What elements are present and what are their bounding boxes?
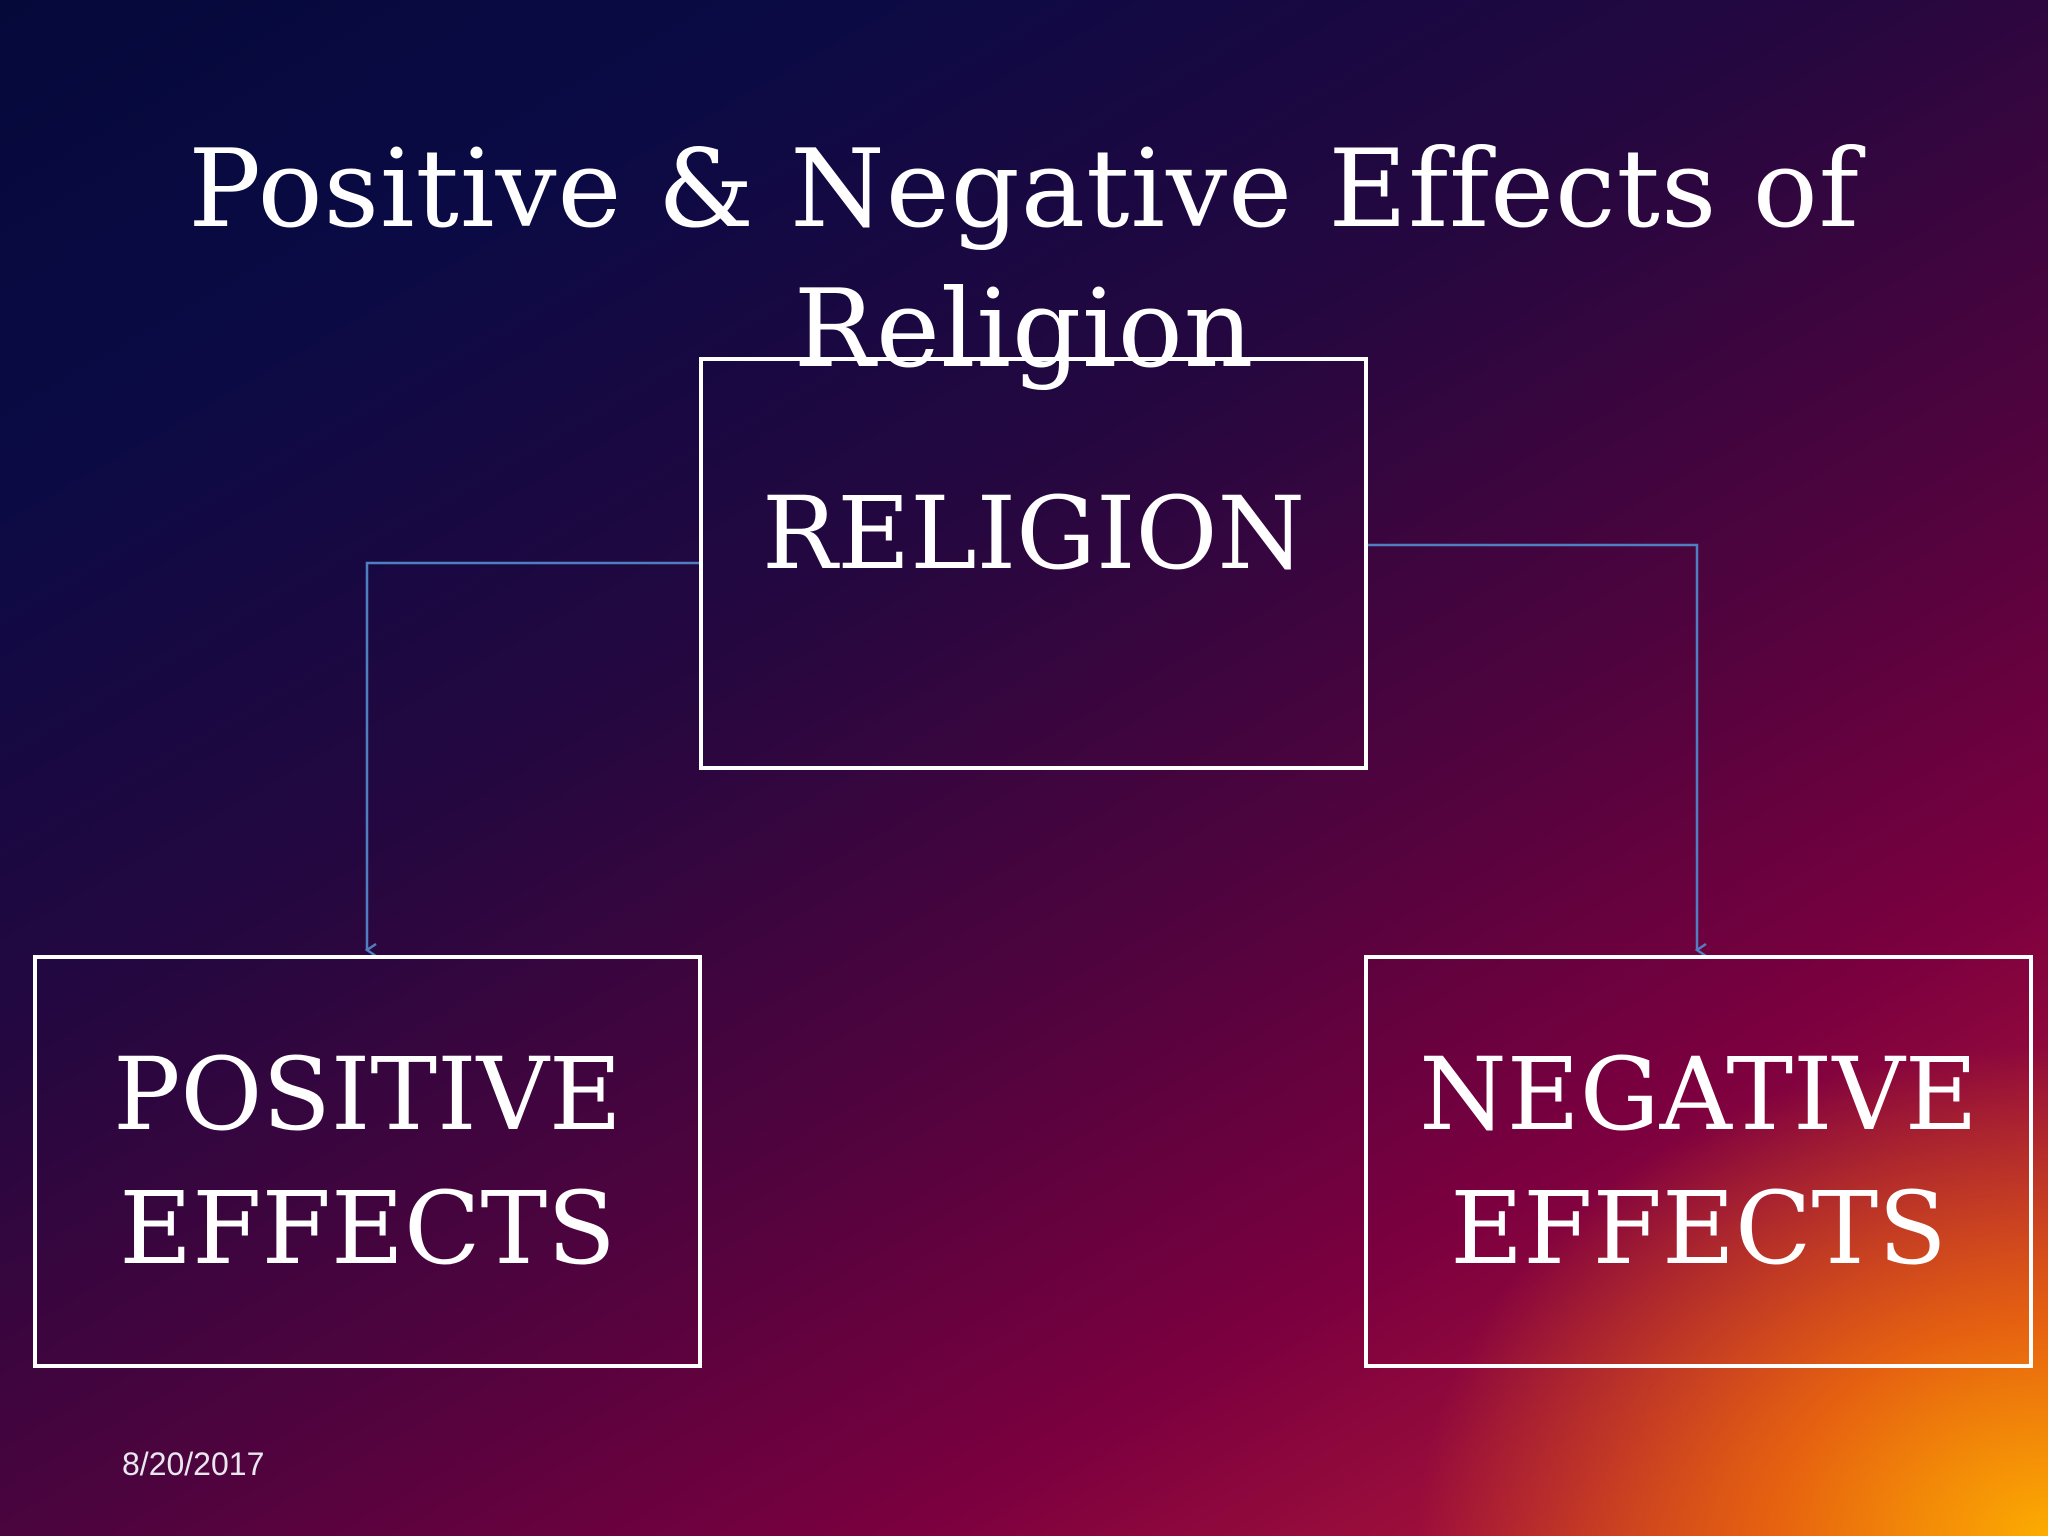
slide-date: 8/20/2017 — [122, 1446, 265, 1482]
node-religion-label: RELIGION — [761, 474, 1306, 592]
node-negative-line2: EFFECTS — [1450, 1169, 1947, 1287]
slide-title: Positive & Negative Effects of Religion — [188, 127, 1860, 392]
node-positive-line1: POSITIVE — [113, 1035, 622, 1153]
connector-to-negative — [1368, 543, 1697, 950]
connector-to-positive — [367, 561, 699, 950]
node-religion: RELIGION — [699, 357, 1368, 770]
node-positive-line2: EFFECTS — [119, 1169, 616, 1287]
node-positive-effects: POSITIVE EFFECTS — [33, 955, 702, 1368]
node-negative-line1: NEGATIVE — [1419, 1035, 1978, 1153]
node-negative-effects: NEGATIVE EFFECTS — [1364, 955, 2033, 1368]
